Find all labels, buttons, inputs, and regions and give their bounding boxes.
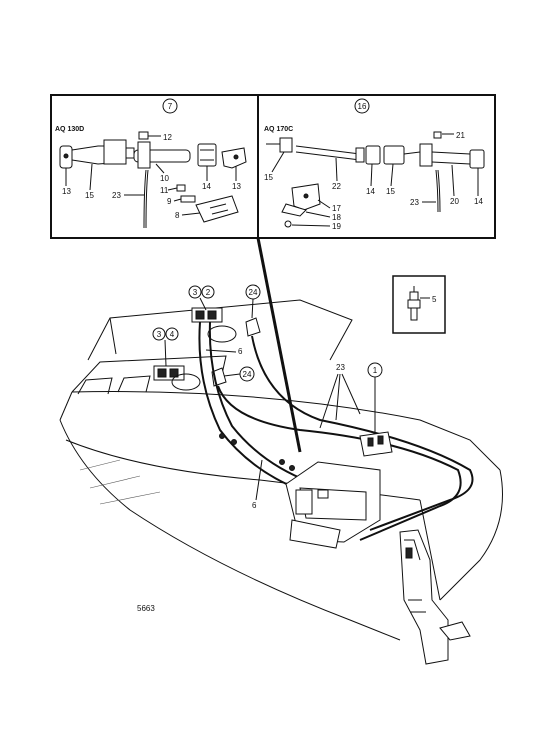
inset-left-circle bbox=[162, 98, 178, 114]
inset-left-circle-ref: 7 bbox=[168, 102, 173, 111]
inset-right-model: AQ 170C bbox=[264, 126, 293, 133]
upper-control-station bbox=[191, 307, 261, 343]
sterndrive-unit bbox=[399, 529, 471, 665]
label-12: 12 bbox=[163, 133, 172, 142]
inset-left-model: AQ 130D bbox=[55, 126, 84, 133]
callout-24-lower: 24 bbox=[243, 370, 252, 379]
label-14-b: 14 bbox=[474, 197, 483, 206]
label-23-main: 23 bbox=[336, 363, 345, 372]
sensor-label-5: 5 bbox=[432, 295, 437, 304]
label-22: 22 bbox=[332, 182, 341, 191]
label-10: 10 bbox=[160, 174, 169, 183]
callout-3-lower: 3 bbox=[157, 330, 162, 339]
label-6-upper: 6 bbox=[238, 347, 243, 356]
shift-control-unit bbox=[359, 431, 393, 457]
label-23-right: 23 bbox=[410, 198, 419, 207]
inset-leader-line bbox=[256, 237, 302, 453]
label-19: 19 bbox=[332, 222, 341, 231]
label-23-left: 23 bbox=[112, 191, 121, 200]
inset-right-frame bbox=[257, 94, 496, 239]
callout-3-upper: 3 bbox=[193, 288, 198, 297]
label-17: 17 bbox=[332, 204, 341, 213]
figure-number: 5663 bbox=[137, 604, 155, 613]
callout-24-upper: 24 bbox=[249, 288, 258, 297]
label-20: 20 bbox=[450, 197, 459, 206]
label-15-left: 15 bbox=[85, 191, 94, 200]
callout-2: 2 bbox=[206, 288, 211, 297]
callout-1: 1 bbox=[373, 366, 378, 375]
inset-right-circle-ref: 16 bbox=[358, 102, 367, 111]
aq130d-linkage-drawing bbox=[59, 131, 247, 229]
label-8: 8 bbox=[175, 211, 180, 220]
label-15-a: 15 bbox=[264, 173, 273, 182]
label-15-b: 15 bbox=[386, 187, 395, 196]
sensor-icon bbox=[407, 286, 421, 321]
label-11: 11 bbox=[160, 186, 169, 195]
label-13-right: 13 bbox=[232, 182, 241, 191]
aq170c-linkage-drawing bbox=[266, 131, 485, 228]
label-9: 9 bbox=[167, 197, 172, 206]
engine-block bbox=[285, 461, 381, 549]
label-21: 21 bbox=[456, 131, 465, 140]
label-6-lower: 6 bbox=[252, 501, 257, 510]
lower-control-station bbox=[153, 365, 227, 391]
label-13-left: 13 bbox=[62, 187, 71, 196]
callout-4: 4 bbox=[170, 330, 175, 339]
label-14-a: 14 bbox=[366, 187, 375, 196]
label-18: 18 bbox=[332, 213, 341, 222]
label-14-left: 14 bbox=[202, 182, 211, 191]
inset-right-circle bbox=[354, 98, 370, 114]
